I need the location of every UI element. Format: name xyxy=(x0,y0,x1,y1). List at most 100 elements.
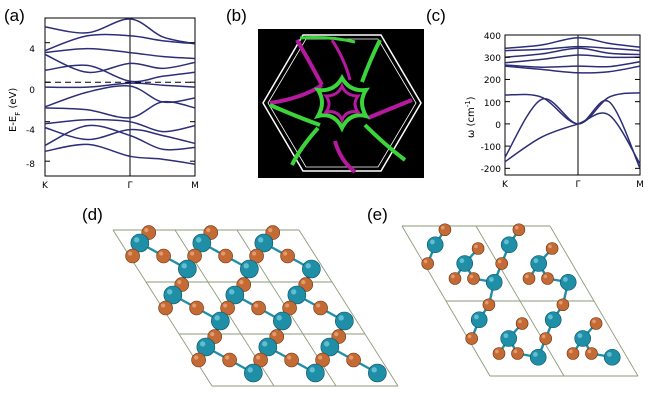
e-nonmetal-highlight-6 xyxy=(469,274,474,279)
d-nonmetal-atom-21 xyxy=(191,352,206,368)
d-nonmetal-atom-24 xyxy=(284,352,299,368)
d-nonmetal-highlight-26 xyxy=(349,355,354,360)
e-metal-highlight-9 xyxy=(577,333,583,339)
c-band-2 xyxy=(504,45,641,52)
a-band-5 xyxy=(44,64,196,83)
d-nonmetal-highlight-15 xyxy=(254,303,259,308)
c-band-8 xyxy=(504,98,641,169)
e-nonmetal-atom-1 xyxy=(512,223,526,237)
d-metal-highlight-1 xyxy=(196,237,202,243)
c-band-1 xyxy=(504,36,641,50)
e-metal-atom-10 xyxy=(529,348,547,366)
crystal-structure-d xyxy=(112,225,399,387)
phonon-plot-frame xyxy=(504,34,641,176)
a-band-11 xyxy=(44,124,196,151)
d-metal-atom-11 xyxy=(335,311,354,331)
d-metal-highlight-0 xyxy=(134,237,140,243)
e-metal-atom-6 xyxy=(470,311,488,329)
d-nonmetal-highlight-21 xyxy=(194,355,199,360)
fermi-arm-green-4 xyxy=(360,39,382,83)
a-band-6 xyxy=(44,82,196,89)
d-metal-highlight-16 xyxy=(309,367,315,373)
d-metal-highlight-3 xyxy=(181,263,187,269)
d-metal-highlight-13 xyxy=(262,341,268,347)
ytick-c-200: 200 xyxy=(484,76,501,86)
d-nonmetal-highlight-7 xyxy=(252,251,257,256)
d-metal-highlight-2 xyxy=(258,237,264,243)
d-metal-highlight-5 xyxy=(305,263,311,269)
d-metal-highlight-4 xyxy=(243,263,249,269)
fermi-arm-green-1 xyxy=(269,103,321,127)
fermi-arm-purple-5 xyxy=(330,39,352,81)
e-metal-atom-7 xyxy=(544,311,562,329)
d-nonmetal-atom-17 xyxy=(313,300,328,316)
d-metal-atom-10 xyxy=(273,311,292,331)
e-metal-highlight-6 xyxy=(474,314,479,320)
d-nonmetal-atom-13 xyxy=(189,300,204,316)
brillouin-zone-inner xyxy=(267,38,417,168)
e-nonmetal-highlight-10 xyxy=(485,300,489,305)
xtick-a-Gamma: Γ xyxy=(127,181,132,191)
d-nonmetal-atom-4 xyxy=(156,248,171,264)
e-metal-atom-0 xyxy=(426,236,444,254)
a-band-7 xyxy=(44,85,196,108)
panel-e-label: (e) xyxy=(367,205,388,224)
brillouin-zone-outer xyxy=(262,34,422,172)
ytick-c-0: 0 xyxy=(495,121,501,131)
xtick-c-Gamma: Γ xyxy=(575,180,580,190)
panel-b-label: (b) xyxy=(226,6,247,25)
d-nonmetal-highlight-22 xyxy=(225,355,230,360)
fermi-surface-image xyxy=(258,29,424,178)
e-nonmetal-highlight-3 xyxy=(548,244,552,249)
e-nonmetal-atom-11 xyxy=(556,298,570,312)
fermi-arm-purple-4 xyxy=(367,98,413,120)
e-nonmetal-atom-3 xyxy=(545,242,559,255)
e-nonmetal-highlight-18 xyxy=(587,349,592,354)
d-metal-atom-15 xyxy=(244,363,263,383)
d-nonmetal-highlight-11 xyxy=(301,280,306,285)
d-nonmetal-highlight-4 xyxy=(159,251,164,256)
d-cell-line-a3 xyxy=(298,229,399,387)
d-nonmetal-highlight-20 xyxy=(334,332,339,337)
fermi-center-star-purple xyxy=(322,81,362,125)
d-nonmetal-highlight-0 xyxy=(144,228,149,233)
ytick-c-400: 400 xyxy=(484,32,501,42)
e-nonmetal-atom-16 xyxy=(511,347,524,360)
ytick-c-300: 300 xyxy=(484,54,501,64)
e-nonmetal-highlight-12 xyxy=(518,319,522,324)
d-metal-highlight-10 xyxy=(276,315,282,321)
d-metal-atom-4 xyxy=(240,259,259,279)
e-metal-atom-4 xyxy=(485,273,503,291)
ylabel-c: ω (cm-1) xyxy=(464,96,477,138)
e-nonmetal-atom-18 xyxy=(585,347,598,360)
d-metal-atom-17 xyxy=(368,363,387,383)
e-nonmetal-atom-17 xyxy=(492,347,506,360)
d-metal-atom-5 xyxy=(302,259,321,279)
d-nonmetal-highlight-9 xyxy=(177,280,182,285)
e-metal-atom-8 xyxy=(500,330,518,347)
d-nonmetal-highlight-19 xyxy=(272,332,277,337)
fermi-arm-green-2 xyxy=(290,126,320,166)
xtick-a-K: K xyxy=(42,181,49,191)
ytick-a-2: 0 xyxy=(29,86,35,96)
d-nonmetal-atom-3 xyxy=(125,248,140,264)
panel-d-label: (d) xyxy=(82,205,103,224)
d-nonmetal-highlight-17 xyxy=(316,303,321,308)
e-nonmetal-highlight-19 xyxy=(569,349,573,354)
e-nonmetal-highlight-4 xyxy=(423,259,428,264)
e-metal-highlight-0 xyxy=(430,239,435,245)
d-metal-highlight-17 xyxy=(371,367,377,373)
d-nonmetal-highlight-3 xyxy=(128,251,133,256)
e-nonmetal-atom-2 xyxy=(471,242,485,255)
fermi-arm-purple-2 xyxy=(269,83,324,105)
e-metal-atom-3 xyxy=(530,255,548,272)
d-nonmetal-highlight-13 xyxy=(192,303,197,308)
a-band-1 xyxy=(44,18,196,45)
band-structure-plot: 4 0 -4 -8 K Γ M E-EF (eV) xyxy=(8,17,199,191)
d-metal-highlight-14 xyxy=(324,341,330,347)
e-nonmetal-highlight-0 xyxy=(441,225,445,230)
e-nonmetal-highlight-1 xyxy=(515,225,519,230)
phonon-dispersion-plot: 400 300 200 100 0 -100 -200 K Γ M ω (cm-… xyxy=(464,32,644,190)
c-band-9 xyxy=(504,112,641,165)
